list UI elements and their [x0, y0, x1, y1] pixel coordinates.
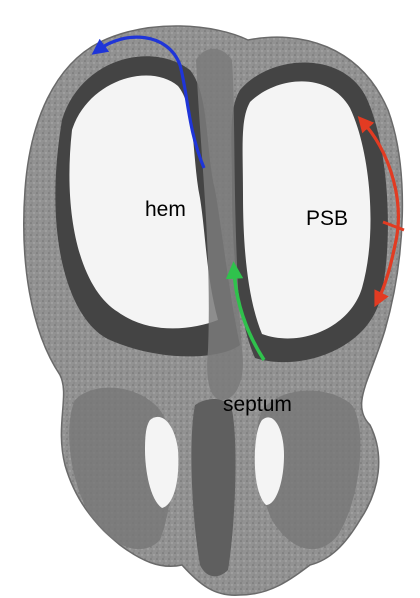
lower-midline [191, 399, 235, 576]
label-psb: PSB [306, 207, 348, 230]
label-hem: hem [145, 198, 186, 221]
label-septum: septum [223, 393, 292, 416]
